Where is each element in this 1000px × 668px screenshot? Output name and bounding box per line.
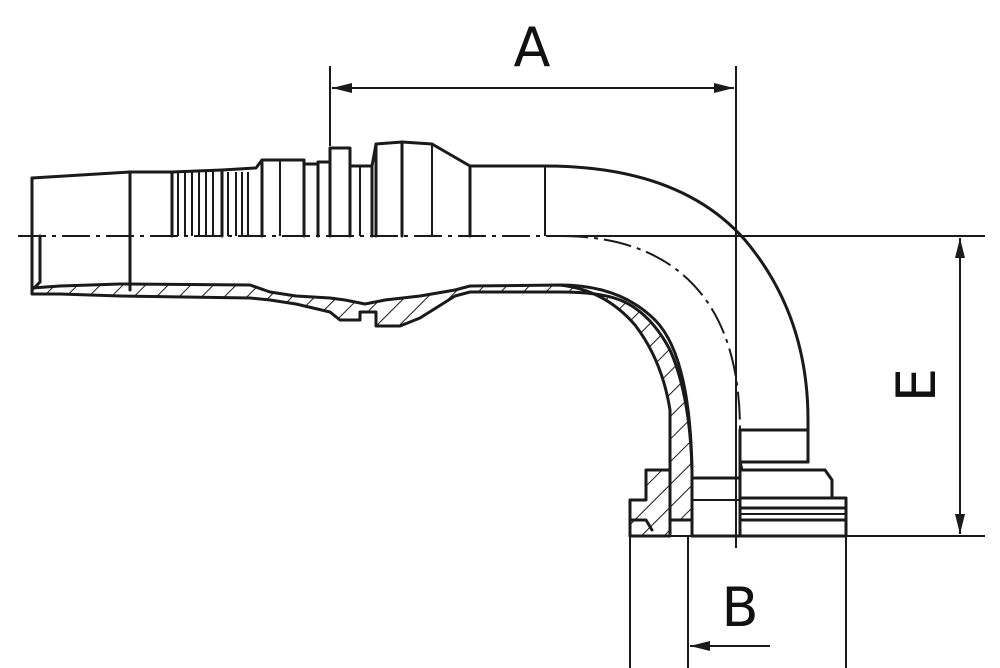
fitting-upper-outline xyxy=(30,140,810,464)
dimension-b: B xyxy=(629,535,847,668)
dimension-b-label: B xyxy=(721,576,758,639)
fitting-bend-outline xyxy=(558,235,848,538)
dimension-e: E xyxy=(560,235,985,537)
dimension-e-label: E xyxy=(885,368,948,402)
dimension-a-label: A xyxy=(514,16,551,79)
dimension-a: A xyxy=(329,16,737,548)
section-hatch-straight xyxy=(30,282,694,522)
